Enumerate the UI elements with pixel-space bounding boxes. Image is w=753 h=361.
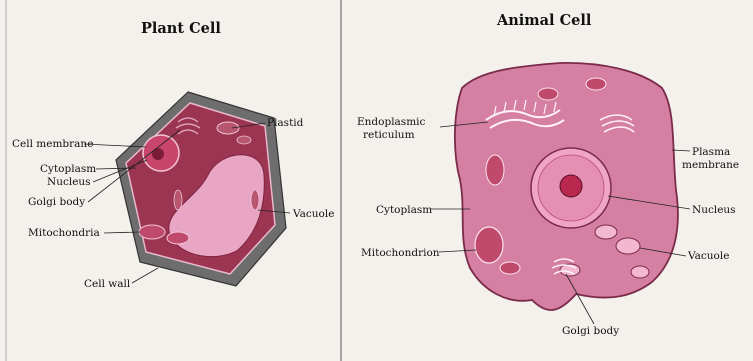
plant-plastid bbox=[174, 190, 182, 210]
plant-plastid bbox=[217, 122, 239, 134]
label-er-line1: Endoplasmic bbox=[357, 116, 426, 128]
animal-vacuole bbox=[616, 238, 640, 254]
label-nucleus: Nucleus bbox=[47, 176, 91, 188]
animal-mitochondrion bbox=[475, 227, 503, 263]
label-cytoplasm: Cytoplasm bbox=[40, 163, 96, 175]
label-animal-vacuole: Vacuole bbox=[687, 250, 729, 262]
label-vacuole: Vacuole bbox=[292, 208, 334, 220]
label-mitochondria: Mitochondria bbox=[28, 227, 100, 239]
plant-cell-title: Plant Cell bbox=[141, 20, 221, 37]
label-animal-nucleus: Nucleus bbox=[692, 204, 736, 216]
plant-mitochondrion bbox=[167, 232, 189, 244]
plant-nucleolus bbox=[152, 148, 164, 160]
label-animal-cytoplasm: Cytoplasm bbox=[376, 204, 432, 216]
plant-mitochondrion bbox=[139, 225, 165, 239]
plant-plastid bbox=[237, 136, 251, 144]
label-plastid: Plastid bbox=[267, 117, 304, 129]
animal-mitochondrion bbox=[538, 88, 558, 100]
animal-mitochondrion bbox=[500, 262, 520, 274]
label-cell-membrane: Cell membrane bbox=[12, 138, 93, 150]
label-animal-golgi-body: Golgi body bbox=[562, 325, 619, 337]
animal-vacuole bbox=[631, 266, 649, 278]
animal-mitochondrion bbox=[486, 155, 504, 185]
animal-vacuole bbox=[595, 225, 617, 239]
label-plasma-line2: membrane bbox=[682, 159, 739, 171]
label-plasma-line1: Plasma bbox=[692, 146, 730, 158]
label-golgi-body: Golgi body bbox=[28, 196, 85, 208]
animal-nucleolus bbox=[560, 175, 582, 197]
label-cell-wall: Cell wall bbox=[84, 278, 131, 290]
plant-plastid bbox=[251, 190, 259, 210]
animal-mitochondrion bbox=[586, 78, 606, 90]
animal-cell-title: Animal Cell bbox=[496, 12, 592, 29]
label-mitochondrion: Mitochondrion bbox=[361, 247, 440, 259]
label-er-line2: reticulum bbox=[363, 129, 415, 141]
